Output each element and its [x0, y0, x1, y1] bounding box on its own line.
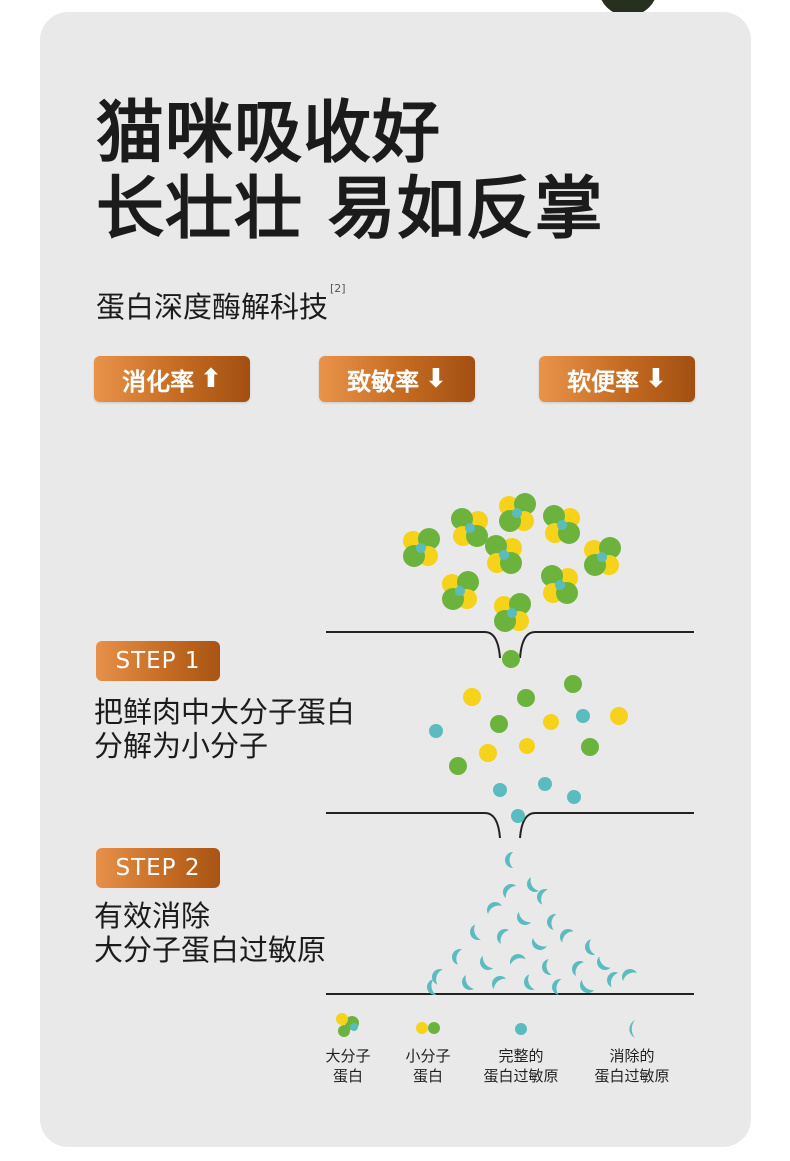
allergen-shard: [537, 889, 548, 905]
allergen-shard: [427, 979, 437, 995]
small-molecule: [581, 738, 599, 756]
large-protein-cluster: [543, 505, 580, 544]
allergen-shard: [462, 975, 474, 990]
large-protein-cluster: [584, 537, 621, 576]
badge-label: 致敏率: [347, 367, 420, 396]
protein-core: [555, 580, 565, 590]
allergen-shard: [560, 929, 574, 943]
large-protein-cluster: [442, 571, 479, 610]
legend-label-eliminated-allergen: 消除的蛋白过敏原: [594, 1047, 670, 1085]
large-protein-cluster: [499, 493, 536, 532]
headline-line-2: 长壮壮 易如反掌: [96, 170, 604, 249]
protein-core: [512, 508, 522, 518]
legend-large-protein-icon: [336, 1013, 359, 1037]
subtitle-text: 蛋白深度酶解科技: [96, 290, 329, 324]
badge-soft-stool-rate: 软便率 ⬇: [539, 356, 695, 402]
small-molecule-proteins: [429, 650, 628, 823]
footnote-marker: [2]: [330, 282, 346, 295]
allergen-shard: [432, 969, 443, 985]
small-molecule: [538, 777, 552, 791]
allergen-shard: [597, 956, 611, 970]
protein-core: [507, 608, 517, 618]
large-protein-cluster: [494, 593, 531, 632]
small-molecule: [567, 790, 581, 804]
allergen-shard: [470, 924, 481, 940]
small-molecule: [564, 675, 582, 693]
protein-core: [455, 586, 465, 596]
subtitle: 蛋白深度酶解科技[2]: [96, 282, 346, 326]
large-protein-cluster: [485, 535, 522, 574]
legend-label-small-protein: 小分子蛋白: [405, 1047, 451, 1085]
step-2-desc-line-2: 大分子蛋白过敏原: [94, 933, 327, 967]
step-2-desc-line-1: 有效消除: [94, 899, 211, 933]
allergen-shard: [527, 877, 539, 892]
eliminated-allergen-pile: [427, 852, 637, 995]
small-molecule: [463, 688, 481, 706]
allergen-shard: [497, 929, 509, 944]
small-molecule: [493, 783, 507, 797]
small-molecule: [519, 738, 535, 754]
step-1-desc-line-2: 分解为小分子: [94, 729, 269, 763]
large-protein-clusters: [403, 493, 621, 632]
allergen-shard: [452, 949, 463, 965]
protein-core: [557, 520, 567, 530]
protein-core: [597, 552, 607, 562]
badge-label: 软便率: [567, 367, 640, 396]
allergen-shard: [552, 979, 562, 995]
allergen-shard: [572, 961, 584, 976]
small-molecule: [429, 724, 443, 738]
funnel-top: [326, 631, 694, 659]
protein-core: [499, 550, 509, 560]
allergen-shard: [580, 979, 595, 993]
small-molecule: [610, 707, 628, 725]
legend-eliminated-allergen-icon: [629, 1020, 635, 1038]
legend-intact-allergen-icon: [515, 1023, 527, 1035]
step-1-desc-line-1: 把鲜肉中大分子蛋白: [94, 695, 356, 729]
allergen-shard: [510, 954, 526, 965]
small-molecule: [490, 715, 508, 733]
small-molecule: [517, 689, 535, 707]
allergen-shard: [492, 976, 507, 990]
badge-allergy-rate: 致敏率 ⬇: [319, 356, 475, 402]
allergen-shard: [585, 939, 596, 955]
legend-small-protein-icon: [416, 1022, 440, 1034]
large-protein-cluster: [403, 528, 440, 567]
enzymolysis-diagram: [326, 493, 694, 1038]
allergen-shard: [547, 914, 557, 930]
info-card: 猫咪吸收好 长壮壮 易如反掌 蛋白深度酶解科技[2] 消化率 ⬆ 致敏率 ⬇ 软…: [40, 12, 751, 1147]
headline-line-1: 猫咪吸收好: [96, 94, 442, 173]
badge-digestibility: 消化率 ⬆: [94, 356, 250, 402]
arrow-down-icon: ⬇: [645, 364, 667, 394]
funnel-middle: [326, 812, 694, 839]
arrow-up-icon: ⬆: [200, 364, 222, 394]
allergen-shard: [487, 902, 502, 914]
large-protein-cluster: [541, 565, 578, 604]
allergen-shard: [532, 938, 547, 950]
allergen-shard: [505, 852, 513, 868]
allergen-shard: [503, 884, 517, 899]
step-2-badge: STEP 2: [96, 848, 220, 888]
allergen-shard: [542, 959, 552, 975]
small-molecule: [479, 744, 497, 762]
arrow-down-icon: ⬇: [425, 364, 447, 394]
small-molecule: [543, 714, 559, 730]
legend-label-intact-allergen: 完整的蛋白过敏原: [483, 1047, 559, 1085]
protein-core: [465, 523, 475, 533]
small-molecule: [511, 809, 525, 823]
allergen-shard: [622, 969, 637, 981]
step-1-badge: STEP 1: [96, 641, 220, 681]
legend-label-large-protein: 大分子蛋白: [325, 1047, 371, 1085]
small-molecule: [576, 709, 590, 723]
small-molecule: [502, 650, 520, 668]
allergen-shard: [607, 972, 619, 988]
allergen-shard: [524, 974, 535, 990]
allergen-shard: [480, 955, 494, 970]
allergen-shard: [517, 911, 532, 925]
badge-label: 消化率: [122, 367, 195, 396]
protein-core: [416, 543, 426, 553]
large-protein-cluster: [451, 508, 488, 547]
small-molecule: [449, 757, 467, 775]
